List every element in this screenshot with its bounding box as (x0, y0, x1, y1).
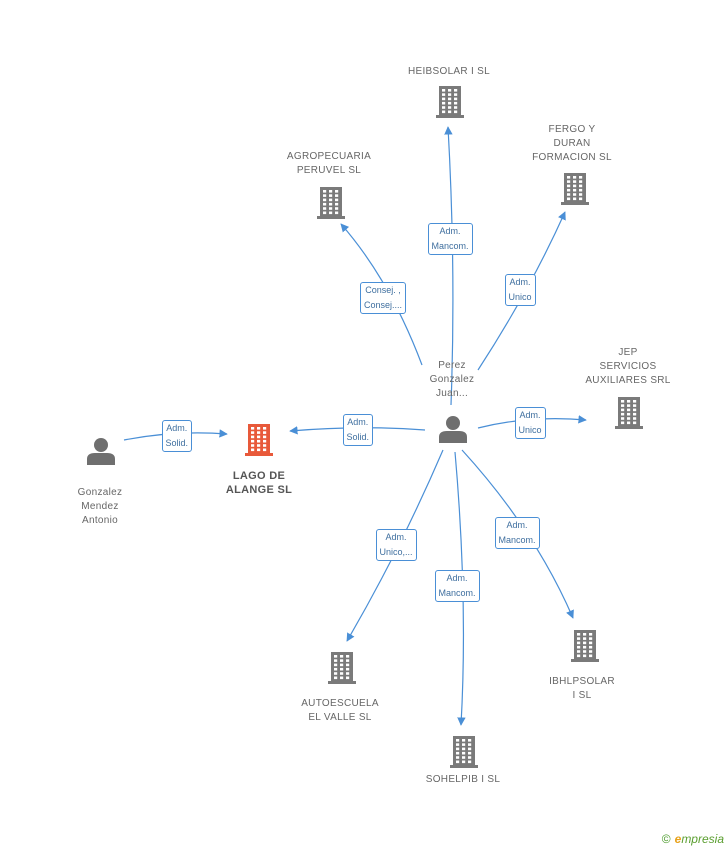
node-label-auto[interactable]: AUTOESCUELA EL VALLE SL (301, 698, 379, 723)
company-icon-fergo[interactable] (561, 173, 589, 205)
edge-label-perez-to-fergo[interactable]: Adm. Unico (504, 274, 536, 306)
edge-perez-to-heibsolar (444, 126, 454, 406)
focus-company-icon-lago[interactable] (245, 424, 273, 456)
company-icon-auto[interactable] (328, 652, 356, 684)
node-label-ibhl[interactable]: IBHLPSOLAR I SL (549, 676, 615, 701)
empresia-brand[interactable]: ©empresia (662, 832, 724, 846)
edge-label-perez-to-ibhl[interactable]: Adm. Mancom. (494, 517, 540, 549)
node-label-gonzalez[interactable]: Gonzalez Mendez Antonio (77, 487, 123, 526)
brand-initial: e (674, 832, 682, 846)
company-icon-sohel[interactable] (450, 736, 478, 768)
person-icon-gonzalez[interactable] (87, 438, 115, 465)
node-label-agro[interactable]: AGROPECUARIA PERUVEL SL (286, 151, 372, 176)
icons-layer (87, 86, 643, 768)
node-label-fergo[interactable]: FERGO Y DURAN FORMACION SL (532, 124, 612, 163)
node-label-lago[interactable]: LAGO DE ALANGE SL (225, 470, 293, 496)
node-label-jep[interactable]: JEP SERVICIOS AUXILIARES SRL (585, 347, 671, 386)
brand-name: mpresia (681, 832, 724, 846)
edge-label-gonzalez-to-lago[interactable]: Adm. Solid. (161, 420, 193, 452)
copyright-symbol: © (661, 832, 671, 846)
node-label-sohel[interactable]: SOHELPIB I SL (425, 774, 501, 785)
company-icon-agro[interactable] (317, 187, 345, 219)
company-icon-ibhl[interactable] (571, 630, 599, 662)
edge-label-perez-to-auto[interactable]: Adm. Unico,... (375, 529, 417, 561)
edge-label-perez-to-heibsolar[interactable]: Adm. Mancom. (427, 223, 473, 255)
node-label-perez[interactable]: Perez Gonzalez Juan... (429, 360, 475, 399)
edge-label-perez-to-agro[interactable]: Consej. , Consej.... (360, 282, 407, 314)
company-icon-jep[interactable] (615, 397, 643, 429)
edge-label-perez-to-jep[interactable]: Adm. Unico (514, 407, 546, 439)
edge-label-perez-to-lago[interactable]: Adm. Solid. (342, 414, 374, 446)
node-label-heibsolar[interactable]: HEIBSOLAR I SL (407, 66, 490, 77)
edge-label-perez-to-sohel[interactable]: Adm. Mancom. (434, 570, 480, 602)
company-icon-heibsolar[interactable] (436, 86, 464, 118)
person-icon-perez[interactable] (439, 416, 467, 443)
